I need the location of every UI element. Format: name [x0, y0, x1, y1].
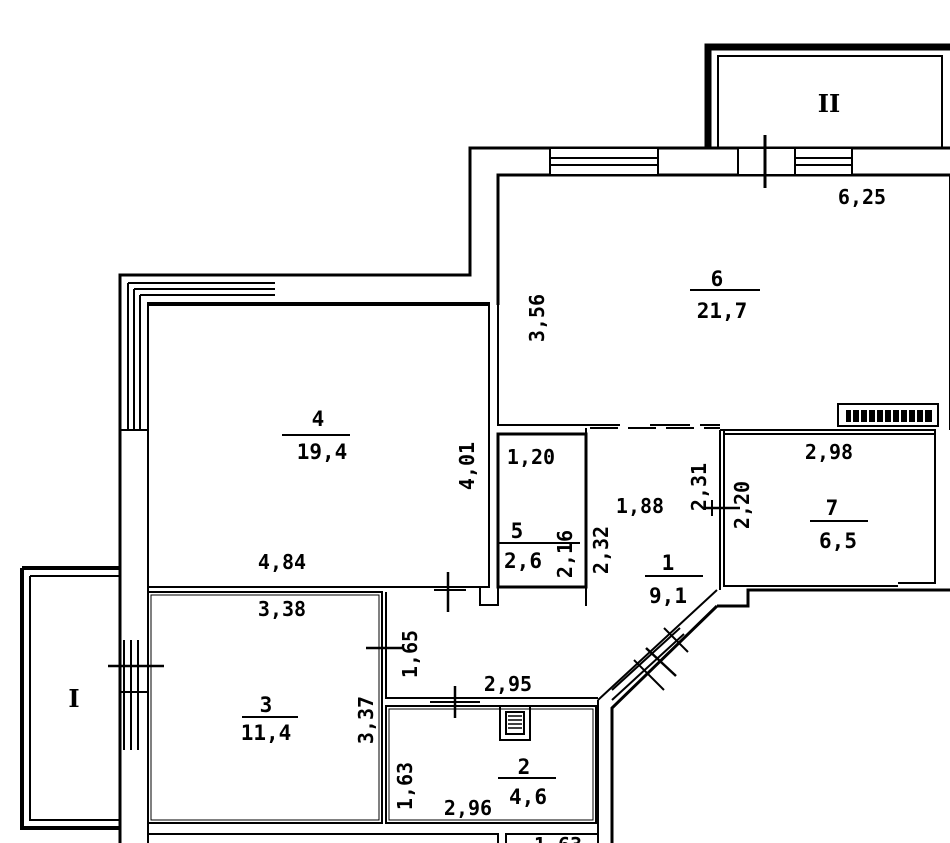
room-6-width: 6,25: [838, 185, 886, 209]
ventilation-duct-room2: [499, 705, 531, 741]
room6-window-right: [794, 147, 853, 176]
radiator-room6: [837, 403, 939, 427]
room-7-area: 6,5: [819, 529, 857, 553]
room-3-area: 11,4: [241, 721, 292, 745]
bottom-cut-dim: 1,63: [534, 833, 582, 843]
room-6-height: 3,56: [525, 294, 549, 342]
room6-window-left: [549, 147, 659, 176]
room-3-width: 3,38: [258, 597, 306, 621]
room-3: 3,38 3 11,4 3,37: [108, 591, 402, 824]
room-1-area: 9,1: [649, 584, 687, 608]
corridor-dim-a: 1,88: [616, 494, 664, 518]
room-5-width: 1,20: [507, 445, 555, 469]
room-7-number: 7: [826, 496, 839, 520]
balcony-door-room6: [737, 135, 796, 188]
door-room4: [434, 572, 466, 612]
room-5-area: 2,6: [504, 549, 542, 573]
corner-window-room4: [120, 282, 275, 431]
hall-dim-a: 1,65: [398, 630, 422, 678]
hall-area: 1,65 2,95: [385, 592, 598, 718]
room-7-height: 2,20: [730, 481, 754, 529]
bottom-partial-rooms: 1,63: [147, 833, 598, 843]
room-2-width: 2,96: [444, 796, 492, 820]
balcony-i: I: [20, 566, 120, 830]
room-6-area: 21,7: [697, 299, 748, 323]
window-room3: [108, 640, 164, 750]
balcony-ii-label: II: [818, 89, 840, 118]
room-3-number: 3: [260, 693, 273, 717]
room-5-height: 2,16: [553, 530, 577, 578]
room-3-height: 3,37: [354, 696, 378, 744]
room-2-height: 1,63: [393, 762, 417, 810]
room-1: 2,32 1,88 2,31 1 9,1: [589, 463, 711, 701]
corridor-dim-b: 2,32: [589, 526, 613, 574]
balcony-ii: II: [704, 43, 950, 148]
corridor-dim-c: 2,31: [687, 463, 711, 511]
room-6-number: 6: [711, 267, 724, 291]
room-4-number: 4: [312, 407, 325, 431]
entrance-door: [611, 627, 689, 701]
room-2: 1,63 2 4,6 2,96: [385, 705, 597, 824]
room-4-width: 4,84: [258, 550, 306, 574]
balcony-i-label: I: [68, 684, 79, 713]
hall-dim-b: 2,95: [484, 672, 532, 696]
room-2-area: 4,6: [509, 785, 547, 809]
door-room2: [430, 686, 480, 718]
door-room7: [704, 500, 740, 516]
room-4: 4 19,4 4,84 4,01: [147, 304, 499, 612]
room-6: 6 21,7 6,25 3,56: [497, 135, 939, 427]
room-2-number: 2: [518, 755, 531, 779]
room-4-height: 4,01: [455, 442, 479, 490]
room-7-width: 2,98: [805, 440, 853, 464]
room-5-number: 5: [511, 519, 524, 543]
room-1-number: 1: [662, 551, 675, 575]
room-7: 2,98 2,20 7 6,5: [704, 429, 936, 590]
room-4-area: 19,4: [297, 440, 348, 464]
room-5: 1,20 5 2,6 2,16: [496, 428, 588, 606]
